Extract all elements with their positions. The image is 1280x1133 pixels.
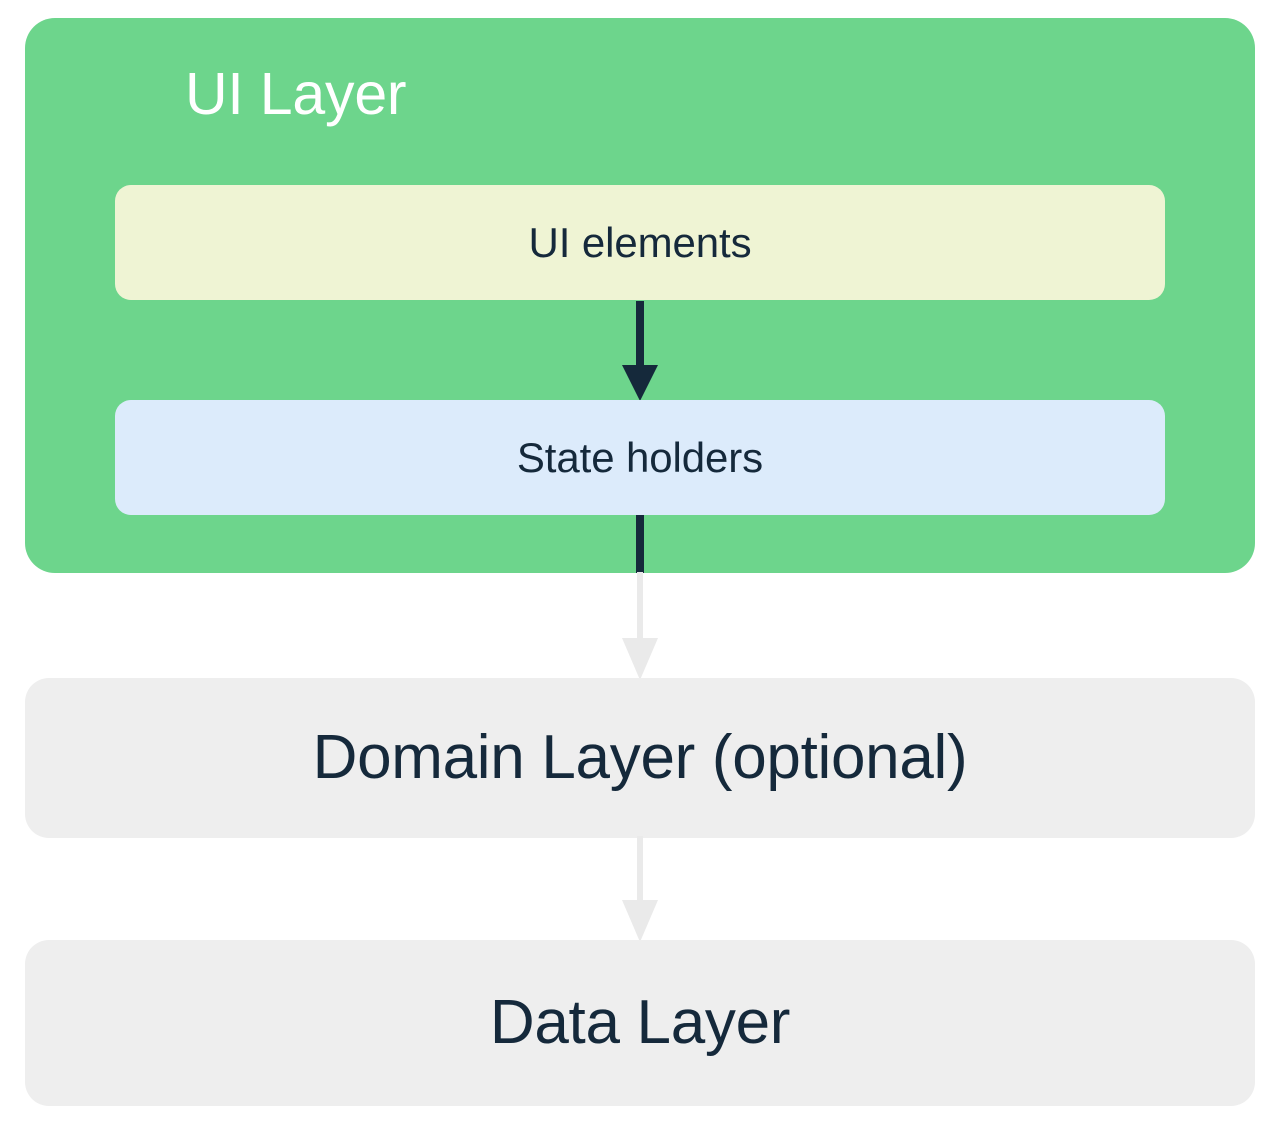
- ui-elements-box: UI elements: [115, 185, 1165, 300]
- state-holders-label: State holders: [516, 433, 764, 481]
- data-layer-label: Data Layer: [489, 988, 791, 1057]
- ui-layer-title: UI Layer: [185, 61, 407, 127]
- state-holders-box: State holders: [115, 400, 1165, 515]
- arrow-state-holders-to-domain-layer-icon: [618, 572, 662, 680]
- ui-elements-label: UI elements: [528, 218, 752, 266]
- domain-layer-box: Domain Layer (optional): [25, 678, 1255, 838]
- arrow-state-holders-stem-icon: [636, 515, 644, 573]
- arrow-ui-elements-to-state-holders-icon: [620, 301, 660, 401]
- ui-layer-container: UI Layer UI elements State holders: [25, 18, 1255, 573]
- domain-layer-label: Domain Layer (optional): [312, 723, 968, 792]
- data-layer-box: Data Layer: [25, 940, 1255, 1106]
- arrow-domain-layer-to-data-layer-icon: [618, 836, 662, 942]
